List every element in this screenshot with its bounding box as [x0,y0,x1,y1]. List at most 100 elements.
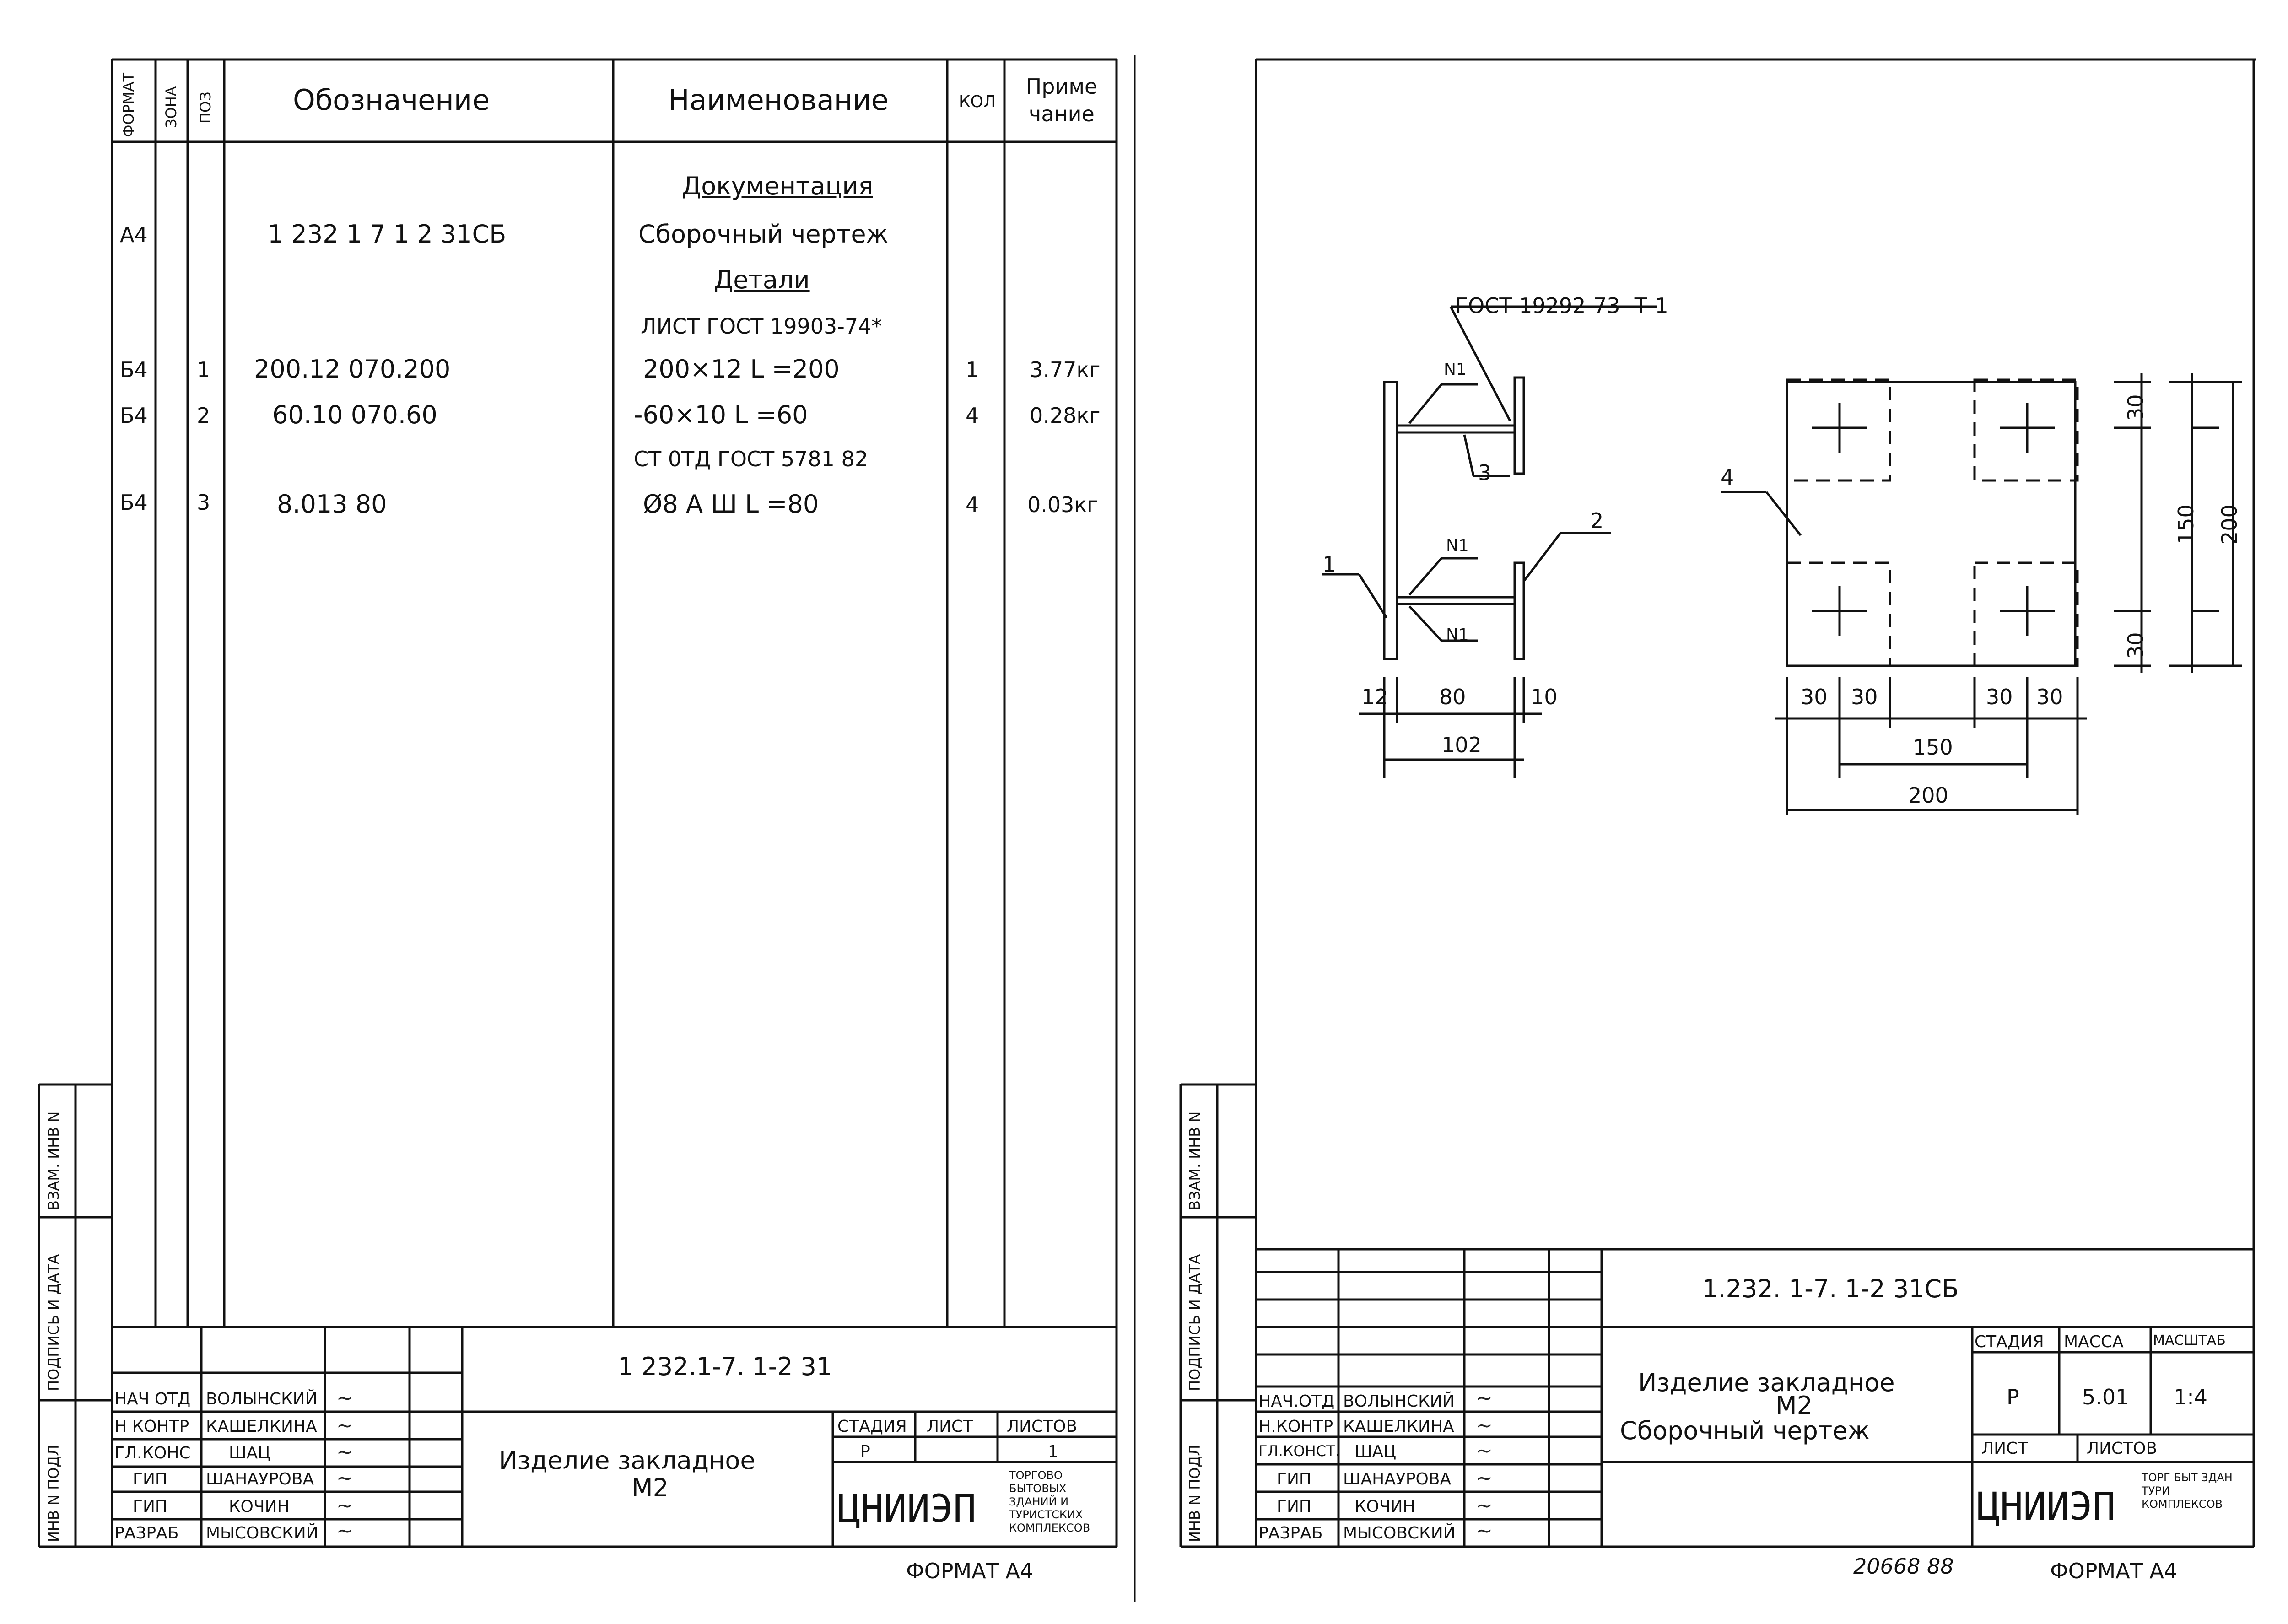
role-label: Н.КОНТР [1258,1417,1333,1436]
signature-mark: ~ [1476,1467,1493,1490]
signature-mark: ~ [336,1414,353,1437]
dimension-label: 200 [2217,504,2242,545]
spec-row-designation: 200.12 070.200 [254,355,451,383]
position-label: 1 [1322,552,1336,577]
side-label-replace: ВЗАМ. ИНВ N [1186,1111,1203,1210]
spec-row-pos: 1 [197,357,210,382]
spec-row-qty: 4 [966,403,979,428]
org-logo: ЦНИИЭП [837,1486,977,1531]
person-name: МЫСОВСКИЙ [1343,1524,1456,1543]
sheet-label: ЛИСТ [1981,1439,2028,1458]
header-designation: Обозначение [293,83,490,117]
person-name: КОЧИН [229,1497,290,1516]
dimension-label: 10 [1531,685,1558,709]
stage-label: СТАДИЯ [1975,1333,2044,1351]
person-name: ШАЦ [1354,1442,1397,1461]
dimension-label: 80 [1439,685,1466,709]
spec-row-format: А4 [120,222,148,247]
dimension-label: 12 [1361,685,1388,709]
signature-mark: ~ [336,1441,353,1464]
position-label: 4 [1721,465,1734,490]
side-label-replace: ВЗАМ. ИНВ N [45,1111,62,1210]
dimension-label: 150 [2174,504,2198,545]
org-text: ТОРГОВО БЫТОВЫХ ЗДАНИЙ И ТУРИСТСКИХ КОМП… [1009,1469,1090,1535]
product-title: Изделие закладное [1638,1368,1895,1397]
sheets-value: 1 [1048,1442,1058,1461]
org-logo: ЦНИИЭП [1977,1484,2116,1529]
spec-row-name: Документация [682,172,873,200]
spec-row-name: Сборочный чертеж [638,220,889,248]
stage-value: Р [2007,1385,2019,1409]
person-name: ШАНАУРОВА [1343,1470,1452,1489]
header-name: Наименование [668,83,889,117]
spec-row-note: 3.77кг [1030,357,1101,382]
spec-row-name: СТ 0ТД ГОСТ 5781 82 [634,447,869,471]
spec-row-name: Детали [714,265,810,294]
signature-mark: ~ [1476,1519,1493,1543]
signature-mark: ~ [336,1387,353,1410]
side-label-inv: ИНВ N ПОДЛ [45,1445,62,1542]
spec-row-designation: 60.10 070.60 [272,400,437,429]
person-name: ШАНАУРОВА [206,1470,314,1489]
format-label: ФОРМАТ А4 [2050,1559,2178,1583]
role-label: ГИП [1277,1497,1311,1516]
spec-row-note: 0.03кг [1027,492,1098,517]
dimension-label: 150 [1913,735,1953,760]
spec-row-name: -60×10 L =60 [634,400,808,429]
weld-callout: ГОСТ 19292-73 -Т-1 [1455,293,1668,318]
dimension-label: 30 [1801,685,1828,709]
scale-value: 1:4 [2174,1385,2208,1409]
role-label: ГЛ.КОНС [114,1444,191,1462]
dimension-label: 30 [1986,685,2013,709]
side-label-signature: ПОДПИСЬ И ДАТА [1186,1254,1203,1391]
role-label: ГИП [133,1497,167,1516]
dimension-label: 30 [2036,685,2063,709]
spec-row-qty: 4 [966,492,979,517]
role-label: ГИП [1277,1470,1311,1489]
mass-label: МАССА [2064,1333,2124,1351]
spec-row-note: 0.28кг [1030,403,1101,428]
signature-mark: ~ [1476,1494,1493,1517]
document-type: Сборочный чертеж [1620,1416,1870,1445]
inventory-number: 20668 88 [1853,1554,1954,1579]
mass-value: 5.01 [2082,1385,2129,1409]
role-label: РАЗРАБ [1258,1524,1323,1543]
product-title: Изделие закладное [499,1446,755,1475]
spec-row-pos: 2 [197,403,210,428]
position-label: 2 [1590,508,1604,533]
scale-label: МАСШТАБ [2153,1333,2226,1349]
format-label: ФОРМАТ А4 [906,1559,1034,1583]
spec-row-name: Ø8 А Ш L =80 [643,490,819,518]
header-qty: КОЛ [959,92,996,111]
product-subtitle: М2 [631,1473,669,1502]
org-text: ТОРГ БЫТ ЗДАН ТУРИ КОМПЛЕКСОВ [2142,1471,2233,1511]
spec-row-format: Б4 [120,357,148,382]
signature-mark: ~ [1476,1387,1493,1410]
role-label: ГЛ.КОНСТ. [1258,1442,1340,1460]
weld-mark: N1 [1446,626,1469,644]
header-note: Приме чание [1025,74,1098,126]
side-label-signature: ПОДПИСЬ И ДАТА [45,1254,62,1391]
title-block-code: 1.232. 1-7. 1-2 31СБ [1702,1274,1959,1303]
signature-mark: ~ [1476,1439,1493,1462]
role-label: Н КОНТР [114,1417,189,1436]
title-block-code: 1 232.1-7. 1-2 31 [618,1352,832,1381]
header-format: ФОРМАТ [120,72,137,137]
signature-mark: ~ [336,1519,353,1543]
weld-mark: N1 [1446,536,1469,555]
role-label: НАЧ ОТД [114,1390,191,1408]
position-label: 3 [1478,460,1492,485]
role-label: ГИП [133,1470,167,1489]
dimension-label: 200 [1908,783,1948,808]
spec-row-qty: 1 [966,357,979,382]
role-label: РАЗРАБ [114,1524,179,1543]
side-view [1322,305,1657,778]
dimension-label: 102 [1441,733,1482,757]
plan-view [1721,373,2242,815]
person-name: КАШЕЛКИНА [1343,1417,1454,1436]
header-pos: ПОЗ [197,92,214,124]
signature-mark: ~ [1476,1414,1493,1437]
side-label-inv: ИНВ N ПОДЛ [1186,1445,1203,1542]
weld-mark: N1 [1444,360,1467,379]
